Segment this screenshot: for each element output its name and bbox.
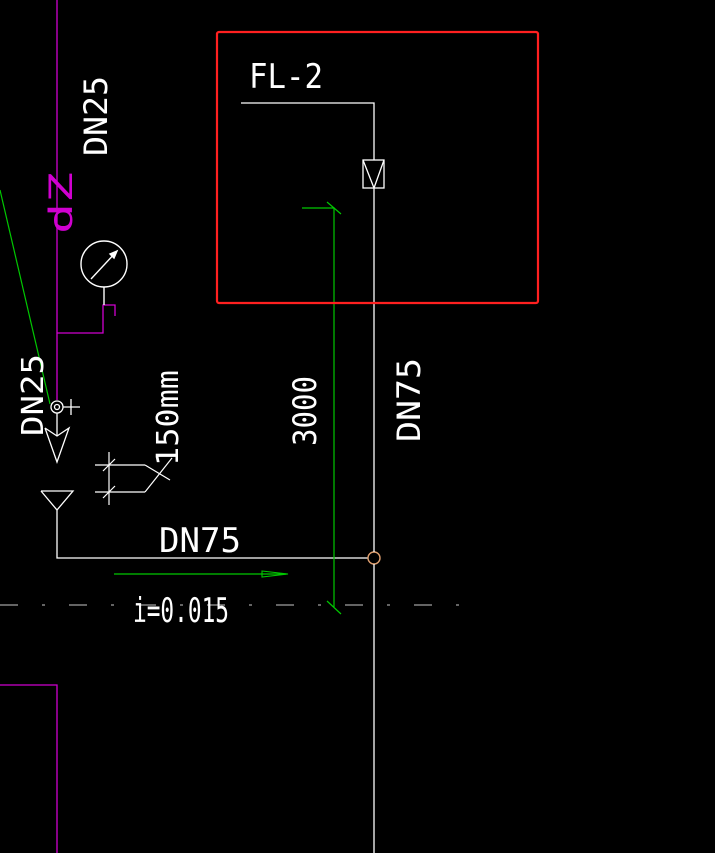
slope-label: i=0.015 xyxy=(133,591,229,631)
branch-dn75-label: DN75 xyxy=(159,521,241,561)
node-circle-icon xyxy=(367,551,381,565)
height-3000-label: 3000 xyxy=(286,376,324,446)
gauge-branch-pipe xyxy=(57,304,116,334)
dn25-label: DN25 xyxy=(77,76,115,156)
pressure-gauge-icon xyxy=(80,240,128,305)
main-riser-pipe xyxy=(241,102,375,552)
magenta-tag-label: dZ xyxy=(42,172,80,234)
leader-line xyxy=(0,189,51,405)
riser-id-label: FL-2 xyxy=(249,57,323,97)
check-valve-icon xyxy=(44,399,80,464)
offset-dimension xyxy=(95,452,173,505)
highlight-box[interactable] xyxy=(215,30,540,305)
height-dimension xyxy=(302,201,342,615)
riser-dn75-label: DN75 xyxy=(390,358,428,442)
riser-check-valve-icon xyxy=(362,159,385,190)
lower-magenta-pipe xyxy=(0,684,58,853)
branch-pipe xyxy=(56,510,368,559)
floor-drain-icon xyxy=(40,490,75,512)
offset-150-label: 150mm xyxy=(151,370,186,466)
dn25-diagonal-label: DN25 xyxy=(16,354,51,436)
flow-arrow-icon xyxy=(114,570,289,578)
magenta-pipe-system xyxy=(0,0,116,853)
